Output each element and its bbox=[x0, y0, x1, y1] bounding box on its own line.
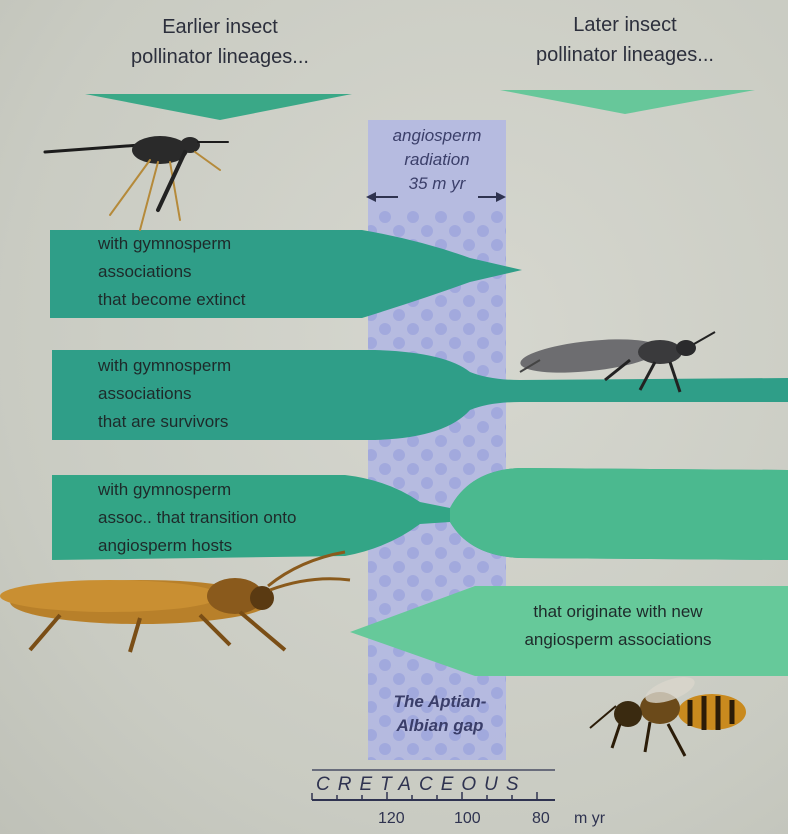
aptian-albian-gap-label: The Aptian- Albian gap bbox=[360, 690, 520, 738]
band-survivors-line3: that are survivors bbox=[98, 408, 231, 436]
beetle-icon bbox=[0, 552, 350, 652]
earlier-header-line1: Earlier insect bbox=[95, 12, 345, 42]
earlier-lineages-header: Earlier insect pollinator lineages... bbox=[95, 12, 345, 72]
band-transition-label: with gymnosperm assoc.. that transition … bbox=[98, 476, 296, 560]
tick-label-120: 120 bbox=[378, 810, 405, 828]
later-lineages-arrow bbox=[500, 90, 755, 114]
gap-line1: The Aptian- bbox=[360, 690, 520, 714]
scorpionfly-icon bbox=[45, 136, 228, 230]
band-transition-line1: with gymnosperm bbox=[98, 476, 296, 504]
later-header-line2: pollinator lineages... bbox=[500, 40, 750, 70]
radiation-duration: 35 m yr bbox=[362, 172, 512, 196]
bee-icon bbox=[590, 672, 746, 756]
band-survivors-line2: associations bbox=[98, 380, 231, 408]
band-extinct-label: with gymnosperm associations that become… bbox=[98, 230, 245, 314]
band-extinct-line1: with gymnosperm bbox=[98, 230, 245, 258]
band-extinct-line3: that become extinct bbox=[98, 286, 245, 314]
band-originate-label: that originate with new angiosperm assoc… bbox=[478, 598, 758, 654]
period-label: CRETACEOUS bbox=[316, 774, 527, 796]
timeline-unit: m yr bbox=[574, 810, 605, 828]
earlier-header-line2: pollinator lineages... bbox=[95, 42, 345, 72]
later-lineages-header: Later insect pollinator lineages... bbox=[500, 10, 750, 70]
gap-line2: Albian gap bbox=[360, 714, 520, 738]
radiation-label: angiosperm radiation 35 m yr bbox=[362, 124, 512, 196]
later-header-line1: Later insect bbox=[500, 10, 750, 40]
tick-label-80: 80 bbox=[532, 810, 550, 828]
band-transition-line3: angiosperm hosts bbox=[98, 532, 296, 560]
band-survivors-line1: with gymnosperm bbox=[98, 352, 231, 380]
band-originate-line2: angiosperm associations bbox=[478, 626, 758, 654]
radiation-line1: angiosperm bbox=[362, 124, 512, 148]
band-originate-line1: that originate with new bbox=[478, 598, 758, 626]
tick-label-100: 100 bbox=[454, 810, 481, 828]
band-survivors-label: with gymnosperm associations that are su… bbox=[98, 352, 231, 436]
band-transition-line2: assoc.. that transition onto bbox=[98, 504, 296, 532]
band-extinct-line2: associations bbox=[98, 258, 245, 286]
earlier-lineages-arrow bbox=[85, 94, 352, 120]
radiation-line2: radiation bbox=[362, 148, 512, 172]
